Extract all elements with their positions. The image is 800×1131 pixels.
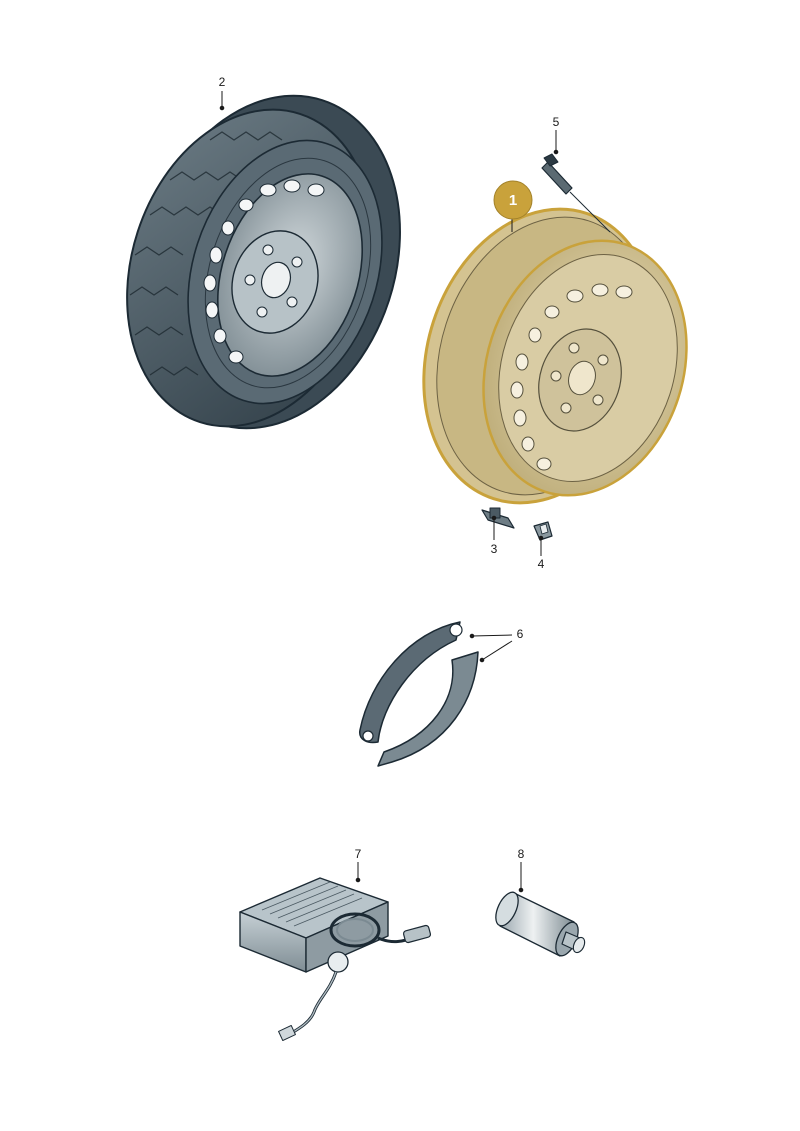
tire-valve[interactable] <box>541 153 611 233</box>
wheel-clip[interactable] <box>533 521 553 541</box>
tire-wheel-assembly <box>126 94 401 430</box>
leader-lines <box>219 91 559 893</box>
label-part-5: 5 <box>553 115 560 129</box>
label-part-7: 7 <box>355 847 362 861</box>
balance-weight[interactable] <box>481 507 515 529</box>
retaining-strap[interactable] <box>359 621 479 767</box>
label-part-6: 6 <box>517 627 524 641</box>
callout-part-1[interactable]: 1 <box>493 180 533 232</box>
label-part-2: 2 <box>219 75 226 89</box>
callout-number: 1 <box>509 192 517 209</box>
label-part-4: 4 <box>538 557 545 571</box>
air-compressor[interactable] <box>239 877 432 1041</box>
steel-rim-highlighted[interactable] <box>387 179 718 534</box>
label-part-8: 8 <box>518 847 525 861</box>
sealant-bottle[interactable] <box>491 889 587 959</box>
label-part-3: 3 <box>491 542 498 556</box>
